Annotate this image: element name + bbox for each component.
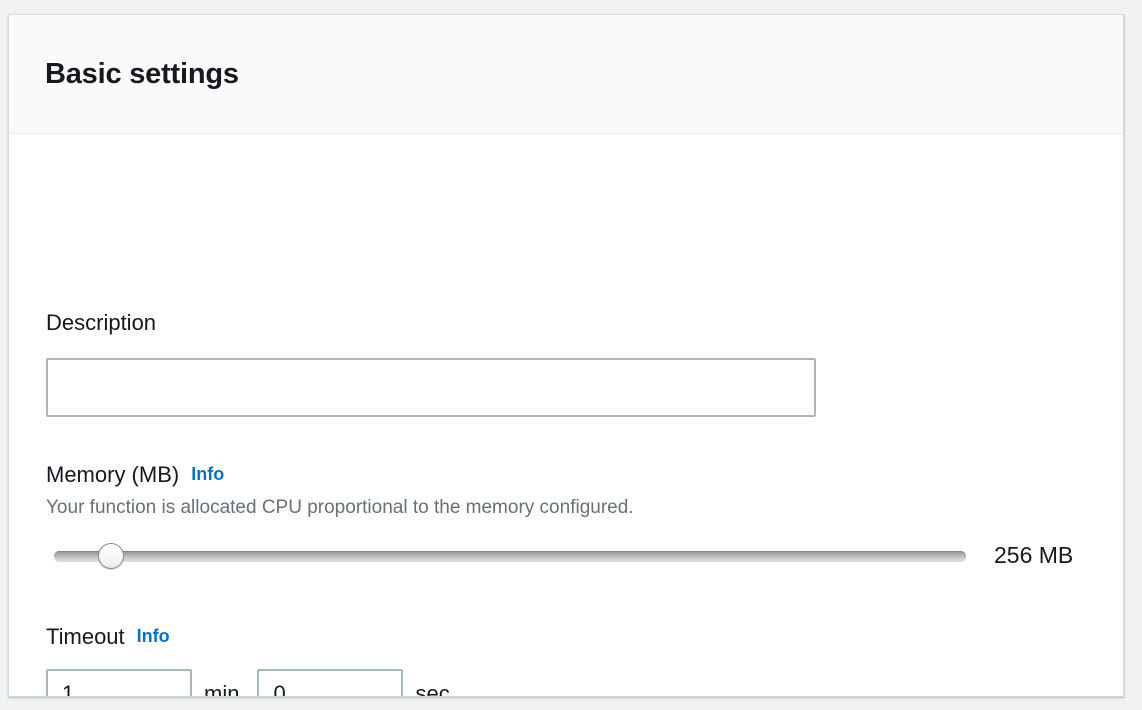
description-label: Description — [46, 310, 157, 335]
timeout-minutes-input[interactable] — [46, 669, 192, 696]
timeout-info-link[interactable]: Info — [136, 626, 170, 646]
timeout-label-text: Timeout — [46, 624, 125, 649]
timeout-field: Timeout Info min sec — [46, 623, 450, 697]
memory-slider[interactable] — [54, 540, 966, 574]
description-input[interactable] — [46, 358, 816, 417]
memory-value-label: 256 MB — [994, 542, 1074, 568]
memory-slider-thumb[interactable] — [98, 543, 125, 569]
panel-header: Basic settings — [9, 15, 1123, 134]
memory-label: Memory (MB) Info — [46, 461, 1096, 488]
timeout-seconds-unit: sec — [415, 681, 450, 697]
basic-settings-panel: Basic settings Description Memory (MB) In… — [8, 14, 1124, 697]
memory-slider-row: 256 MB — [46, 540, 1096, 574]
timeout-seconds-input[interactable] — [257, 669, 404, 696]
memory-field: Memory (MB) Info Your function is allocat… — [46, 461, 1096, 574]
memory-hint: Your function is allocated CPU proportio… — [46, 497, 634, 518]
timeout-inputs-row: min sec — [46, 669, 450, 697]
memory-label-text: Memory (MB) — [46, 462, 180, 487]
description-field: Description — [46, 310, 816, 417]
memory-info-link[interactable]: Info — [191, 464, 225, 484]
memory-slider-track[interactable] — [54, 551, 966, 562]
timeout-minutes-unit: min — [204, 681, 240, 697]
page-title: Basic settings — [45, 58, 239, 90]
timeout-label: Timeout Info — [46, 623, 450, 650]
